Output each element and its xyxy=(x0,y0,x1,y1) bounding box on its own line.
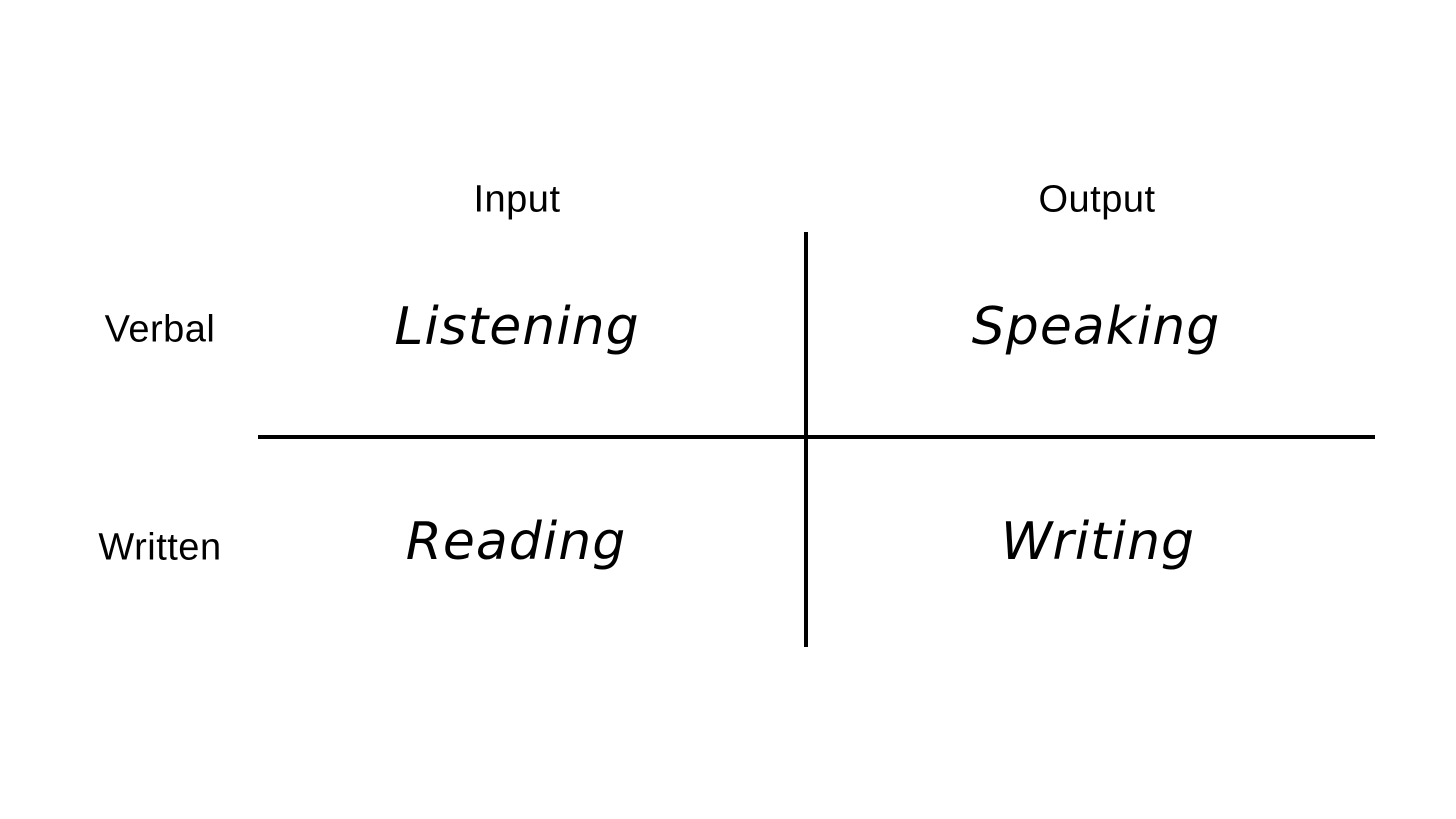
column-header-output: Output xyxy=(1038,178,1156,221)
row-label-written: Written xyxy=(98,526,222,569)
cell-written-input-reading: Reading xyxy=(405,512,627,572)
cell-verbal-output-speaking: Speaking xyxy=(971,297,1221,357)
column-header-input: Input xyxy=(473,178,561,221)
horizontal-divider-line xyxy=(258,435,1375,439)
cell-verbal-input-listening: Listening xyxy=(394,297,640,357)
vertical-divider-line xyxy=(804,232,808,647)
row-label-verbal: Verbal xyxy=(104,308,216,351)
cell-written-output-writing: Writing xyxy=(1000,512,1196,572)
